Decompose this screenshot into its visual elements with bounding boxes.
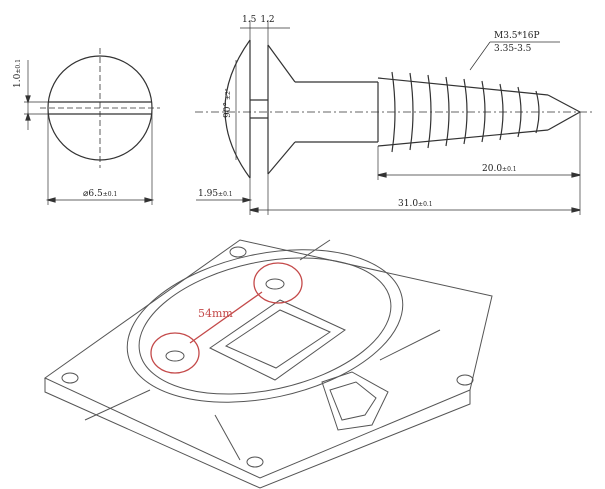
thread-length-label: 20.0±0.1 bbox=[482, 164, 517, 174]
screw-head-top-view bbox=[24, 48, 160, 205]
angle-label: 90°±2° bbox=[223, 88, 233, 118]
bottom-offset-label: 1.95±0.1 bbox=[198, 189, 233, 199]
hole-spacing-annotation bbox=[150, 262, 303, 374]
thread-range-label: 3.35-3.5 bbox=[494, 44, 532, 54]
screw-side-view bbox=[195, 20, 595, 215]
mount-base-drawing bbox=[44, 239, 493, 489]
hole-spacing-label: 54mm bbox=[198, 307, 233, 320]
head-diameter-label: ⌀6.5±0.1 bbox=[83, 189, 117, 199]
total-length-label: 31.0±0.1 bbox=[398, 199, 433, 209]
thread-spec-label: M3.5*16P bbox=[494, 31, 540, 41]
head-height-label: 1.0±0.1 bbox=[13, 59, 23, 88]
